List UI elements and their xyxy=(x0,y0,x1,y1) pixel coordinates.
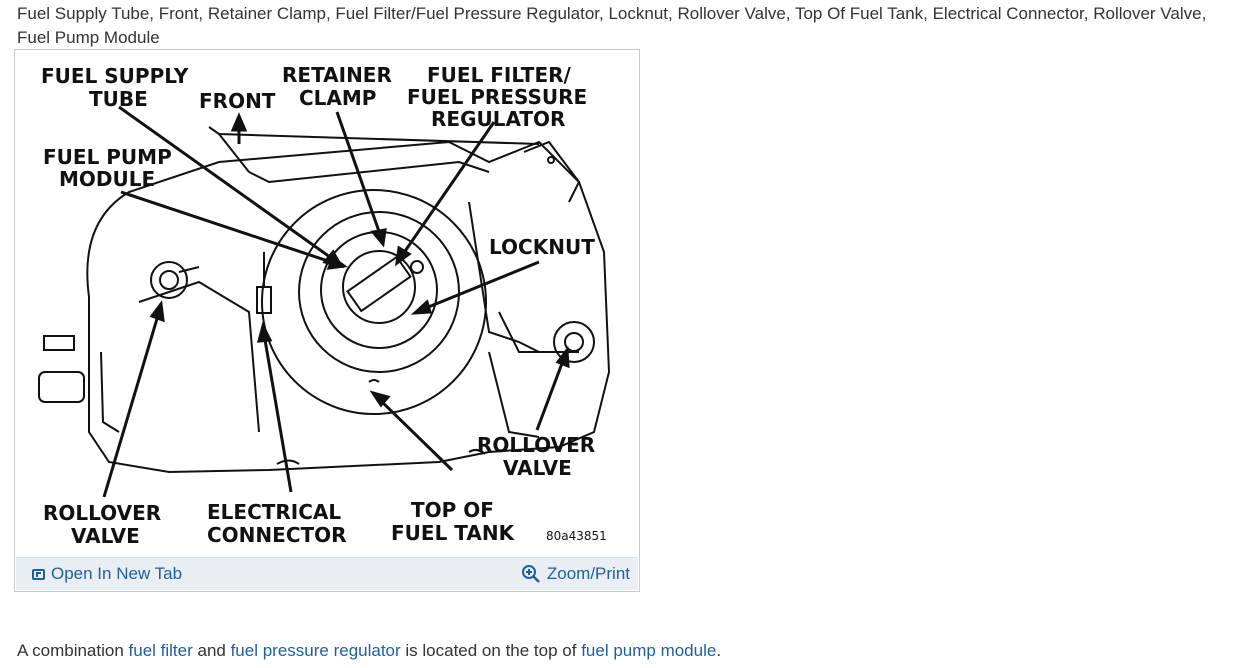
fuel-tank-diagram[interactable]: FUEL SUPPLY TUBE FRONT RETAINER CLAMP FU… xyxy=(19,52,635,556)
figure-id: 80a43851 xyxy=(546,529,607,543)
label-fuel-filter-3: REGULATOR xyxy=(431,107,565,131)
label-rollover-valve-left-2: VALVE xyxy=(71,524,140,548)
open-new-tab-button[interactable]: Open In New Tab xyxy=(32,564,182,584)
figure-container: FUEL SUPPLY TUBE FRONT RETAINER CLAMP FU… xyxy=(14,49,640,592)
image-toolbar: Open In New Tab Zoom/Print xyxy=(16,557,638,590)
label-rollover-valve-right-1: ROLLOVER xyxy=(477,433,595,457)
label-fuel-pump-module-2: MODULE xyxy=(59,167,155,191)
label-fuel-filter-2: FUEL PRESSURE xyxy=(407,85,587,109)
label-electrical-connector-2: CONNECTOR xyxy=(207,523,347,547)
label-top-of-fuel-tank-1: TOP OF xyxy=(411,498,494,522)
description-part-4: . xyxy=(716,641,722,660)
label-retainer-clamp-2: CLAMP xyxy=(299,86,376,110)
open-new-tab-label: Open In New Tab xyxy=(51,564,183,583)
label-fuel-supply-tube-1: FUEL SUPPLY xyxy=(41,64,189,88)
diagram-drawing: FUEL SUPPLY TUBE FRONT RETAINER CLAMP FU… xyxy=(38,63,611,548)
label-fuel-pump-module-1: FUEL PUMP xyxy=(43,145,172,169)
description-part-3: is located on the top of xyxy=(400,641,582,660)
pump-ring-outer xyxy=(261,189,487,415)
label-rollover-valve-right-2: VALVE xyxy=(503,456,572,480)
label-locknut: LOCKNUT xyxy=(489,235,595,259)
label-front: FRONT xyxy=(199,89,276,113)
zoom-in-icon xyxy=(521,565,540,583)
label-rollover-valve-left-1: ROLLOVER xyxy=(43,501,161,525)
fuel-pump-module-link[interactable]: fuel pump module xyxy=(581,641,717,660)
new-tab-icon xyxy=(32,568,45,580)
right-rollover-valve-drawing xyxy=(553,321,595,363)
label-retainer-clamp-1: RETAINER xyxy=(282,63,392,87)
description-part-1: A combination xyxy=(17,641,129,660)
description-part-2: and xyxy=(192,641,231,660)
label-fuel-filter-1: FUEL FILTER/ xyxy=(427,63,572,87)
description-text: A combination fuel filter and fuel press… xyxy=(17,641,721,661)
left-rollover-valve-drawing xyxy=(150,261,188,299)
label-electrical-connector-1: ELECTRICAL xyxy=(207,500,341,524)
label-fuel-supply-tube-2: TUBE xyxy=(89,87,148,111)
fuel-filter-link[interactable]: fuel filter xyxy=(128,641,193,660)
electrical-connector-drawing xyxy=(256,286,272,314)
tank-outline xyxy=(86,140,611,474)
zoom-print-button[interactable]: Zoom/Print xyxy=(521,564,630,584)
label-top-of-fuel-tank-2: FUEL TANK xyxy=(391,521,516,545)
fuel-pressure-regulator-link[interactable]: fuel pressure regulator xyxy=(230,641,401,660)
image-caption: Fuel Supply Tube, Front, Retainer Clamp,… xyxy=(17,4,1207,47)
zoom-print-label: Zoom/Print xyxy=(546,564,630,583)
